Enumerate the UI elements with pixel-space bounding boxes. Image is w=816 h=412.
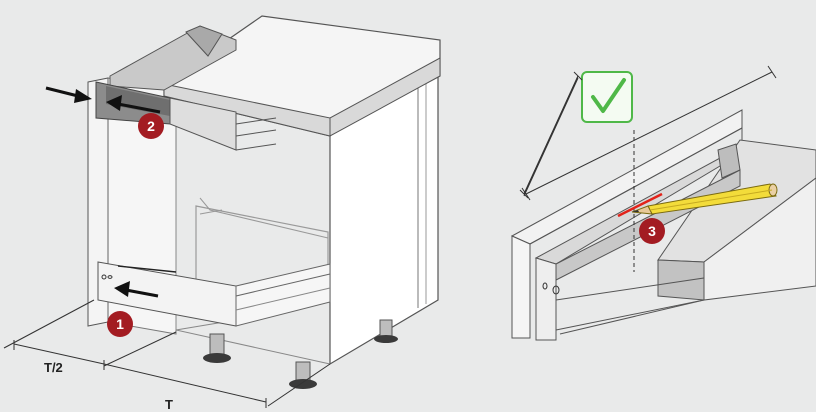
- top-drawer: [95, 25, 277, 151]
- detail-illustration: 3: [510, 65, 816, 341]
- step-badge-2: 2: [138, 113, 164, 139]
- bottom-drawer: [97, 197, 331, 327]
- push-arrow-bottom: [114, 281, 159, 298]
- step-number: 1: [116, 316, 124, 332]
- cabinet-illustration: T/2 T 1 2: [3, 15, 441, 412]
- center-mark: [617, 192, 663, 218]
- step-number: 2: [147, 118, 155, 134]
- step-badge-3: 3: [639, 218, 665, 244]
- half-depth-label: T/2: [44, 360, 63, 375]
- depth-label: T: [165, 397, 173, 412]
- cabinet-legs: [203, 319, 398, 389]
- checkmark-icon: [591, 78, 626, 113]
- step-badge-1: 1: [107, 311, 133, 337]
- left-arrow-icon: [114, 281, 130, 297]
- detail-dimension-line: [519, 71, 583, 199]
- left-arrow-icon: [106, 95, 122, 111]
- push-arrow-top: [45, 86, 92, 103]
- push-arrow-inside: [106, 95, 161, 114]
- dimension-lines: [3, 299, 331, 408]
- checkmark-box: [581, 71, 633, 123]
- step-number: 3: [648, 223, 656, 239]
- pencil-icon: [631, 183, 778, 215]
- right-arrow-icon: [74, 89, 92, 103]
